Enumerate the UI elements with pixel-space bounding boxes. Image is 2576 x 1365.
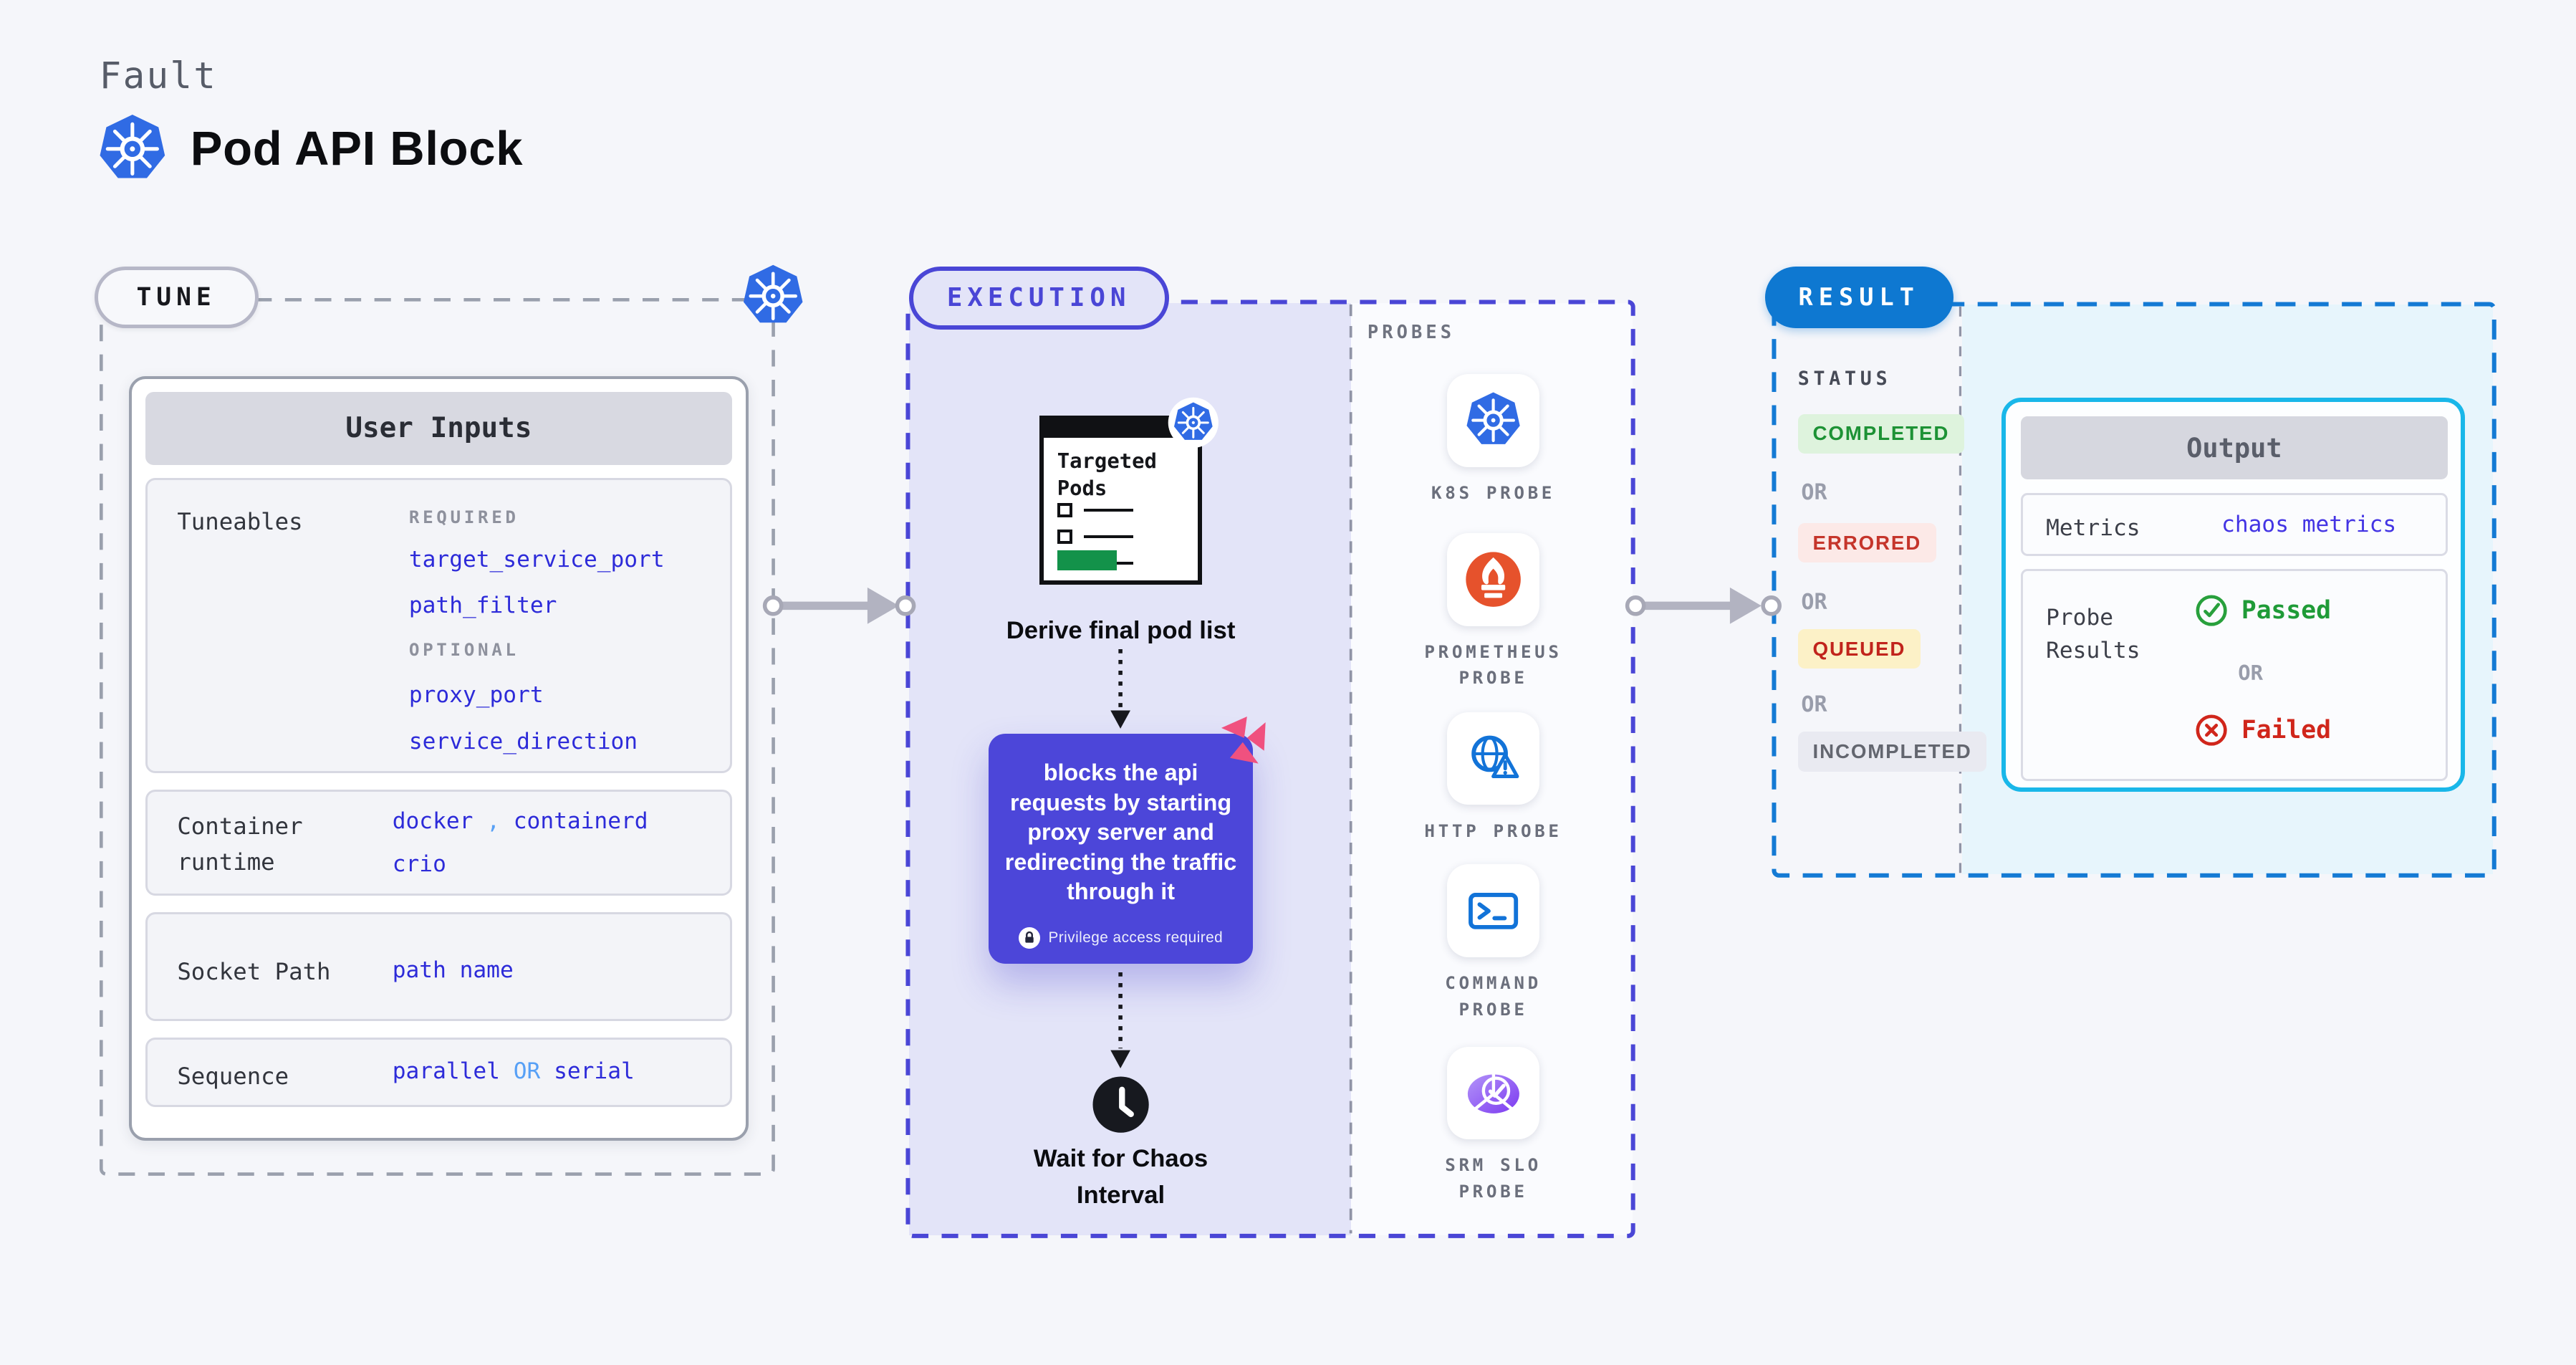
passed-label: Passed [2241,596,2332,626]
tune-to-execution-arrow [762,588,916,625]
passed-line: Passed [2195,594,2331,627]
lock-icon [1018,927,1040,949]
clock-icon [1091,1075,1150,1134]
failed-label: Failed [2241,715,2332,744]
http-globe-warning-icon [1464,729,1523,788]
x-circle-icon [2196,714,2227,746]
checklist-item [1057,502,1134,518]
required-heading: REQUIRED [408,507,519,528]
srm-slo-probe-label: SRM SLO PROBE [1445,1154,1542,1202]
fault-kicker: Fault [99,54,218,97]
sequence-row: Sequence parallel OR serial [145,1038,733,1108]
kubernetes-icon [96,112,169,186]
or-label: OR [1801,589,1827,615]
failed-line: Failed [2195,714,2331,747]
prometheus-probe-card [1446,533,1540,626]
result-dashed-border [1772,302,2496,878]
page-title-row: Pod API Block [96,112,523,186]
user-inputs-title: User Inputs [145,392,733,465]
optional-heading: OPTIONAL [408,639,519,661]
targeted-pods-title: Targeted Pods [1057,449,1157,500]
http-probe-label: HTTP PROBE [1424,820,1562,841]
tuneable-service-direction: service_direction [408,728,638,755]
privilege-note: Privilege access required [989,927,1254,949]
metrics-value: chaos metrics [2221,511,2397,537]
user-inputs-card: User Inputs Tuneables REQUIRED target_se… [129,375,749,1141]
tuneables-label: Tuneables [177,507,303,535]
tuneable-proxy-port: proxy_port [408,682,544,709]
metrics-label: Metrics [2046,514,2140,541]
k8s-probe-label: K8S PROBE [1431,482,1556,504]
or-label: OR [1801,691,1827,717]
checklist-item [1057,529,1134,545]
wait-chaos-interval-caption: Wait for Chaos Interval [1033,1145,1208,1209]
tuneable-path-filter: path_filter [408,593,557,619]
tuneables-row: Tuneables REQUIRED target_service_port p… [145,478,733,773]
status-heading: STATUS [1797,368,1892,391]
kubernetes-icon [1464,391,1523,450]
socket-path-label: Socket Path [177,958,331,986]
probes-heading: PROBES [1367,321,1456,343]
terminal-icon [1464,881,1523,940]
container-runtime-row: Container runtime docker , containerd cr… [145,789,733,896]
socket-path-value: path name [392,957,514,983]
prometheus-probe-label: PROMETHEUS PROBE [1424,641,1562,689]
green-progress-bar [1057,550,1117,570]
tuneable-target-service-port: target_service_port [408,546,665,573]
output-card: Output Metrics chaos metrics Probe Resul… [2001,397,2466,792]
fault-action-box: blocks the api requests by starting prox… [988,717,1266,964]
or-label: OR [2238,660,2263,685]
output-title: Output [2020,416,2448,480]
tune-section-pill: TUNE [94,267,259,328]
socket-path-row: Socket Path path name [145,911,733,1022]
derive-pod-list-caption: Derive final pod list [1006,617,1236,645]
probe-results-row: Probe Results Passed OR Failed [2020,569,2448,781]
command-probe-card [1446,864,1540,957]
fault-action-text: blocks the api requests by starting prox… [1004,760,1237,905]
litmus-pinwheel-icon [1221,717,1266,765]
execution-section-pill: EXECUTION [908,267,1169,330]
check-circle-icon [2196,595,2227,627]
srm-slo-pie-check-icon [1462,1061,1525,1124]
flow-arrow-down [1110,648,1131,729]
flow-arrow-down [1110,972,1131,1068]
container-runtime-values: docker , containerd [392,808,648,834]
prometheus-icon [1466,552,1521,608]
command-probe-label: COMMAND PROBE [1445,972,1542,1020]
status-badge-queued: QUEUED [1797,629,1921,669]
metrics-row: Metrics chaos metrics [2020,492,2448,556]
execution-to-result-arrow [1625,588,1782,625]
sequence-label: Sequence [177,1062,289,1090]
status-badge-incompleted: INCOMPLETED [1797,732,1987,772]
container-runtime-value-crio: crio [392,851,446,877]
targeted-pods-document: Targeted Pods [1039,416,1201,585]
tune-dashed-border [99,297,775,1176]
http-probe-card [1446,712,1540,805]
status-badge-completed: COMPLETED [1797,413,1964,454]
page-title: Pod API Block [190,122,524,176]
execution-dashed-border [905,300,1635,1239]
container-runtime-label: Container runtime [177,812,303,876]
probe-results-label: Probe Results [2046,604,2140,664]
srm-slo-probe-card [1446,1046,1540,1139]
k8s-probe-card [1446,374,1540,467]
or-label: OR [1801,480,1827,506]
status-badge-errored: ERRORED [1797,523,1936,563]
result-section-pill: RESULT [1764,267,1953,328]
sequence-values: parallel OR serial [392,1058,635,1084]
kubernetes-icon [740,263,806,329]
kubernetes-icon [1168,397,1219,449]
